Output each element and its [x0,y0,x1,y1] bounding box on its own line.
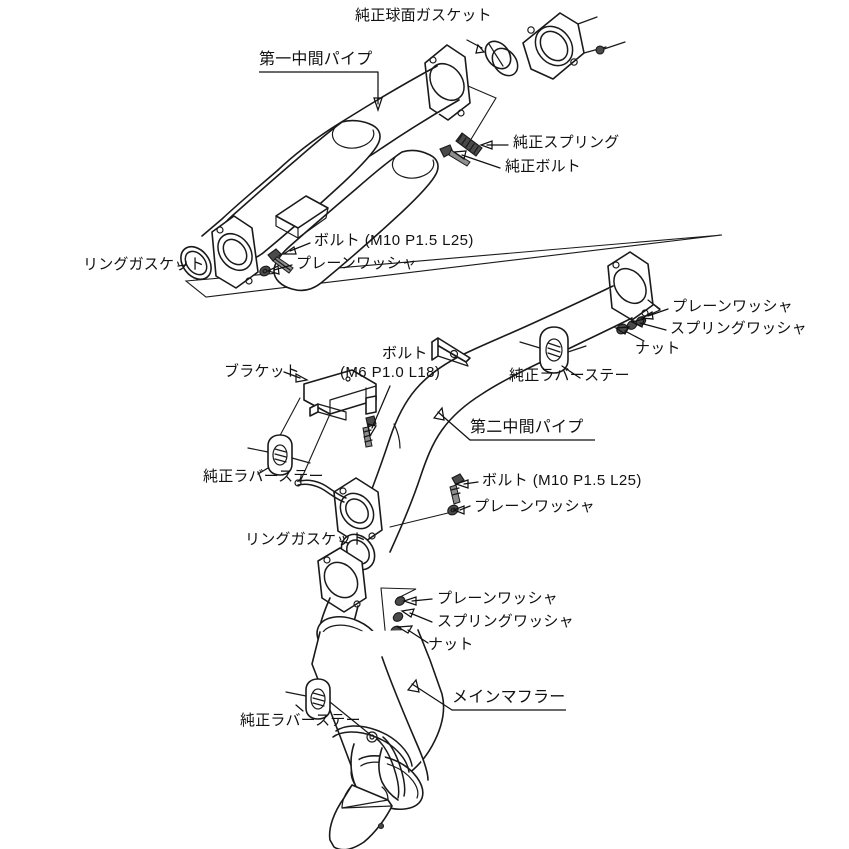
silencer-bridge [275,195,329,239]
assembly-guide-line [184,234,723,298]
stock-rubber-stay-upper-part [519,326,587,374]
label-ring-gasket-upper: リングガスケット [83,256,205,273]
second-center-pipe-assembly [247,251,662,641]
bracket-part [303,369,377,421]
label-stock-spherical-gasket: 純正球面ガスケット [355,7,492,24]
muffler-hanger-pin [366,731,406,799]
first-pipe-outlet-flange [211,215,259,289]
label-second-center-pipe: 第二中間パイプ [470,419,584,436]
second-pipe-top-flange [607,251,661,321]
label-stock-rubber-stay-upper: 純正ラバーステー [509,367,630,384]
plain-washer-upper-part [259,265,271,277]
label-bracket: ブラケット [224,363,301,380]
first-pipe-top-flange [424,44,471,121]
pipe-hanger-arm [294,479,347,503]
bolt-m10-upper-part [267,248,294,274]
stock-spring-part [455,132,483,157]
label-bolt-m6-line2: (M6 P1.0 L18) [340,364,441,381]
spring-to-flange-guide [467,85,497,142]
stock-rubber-stay-left-part [247,434,311,476]
label-stock-rubber-stay-left: 純正ラバーステー [203,468,324,485]
ring-gasket-upper-part [180,245,212,281]
muffler-tail-tip [328,784,393,849]
label-nut-muffler: ナット [428,636,474,653]
muffler-inlet-flange [317,547,367,613]
label-stock-rubber-stay-lower: 純正ラバーステー [240,712,361,729]
second-pipe-outlet-flange [333,477,383,546]
label-main-muffler: メインマフラー [452,689,566,706]
stud-upper-right [595,41,626,55]
label-spring-washer-right: スプリングワッシャ [670,320,807,337]
label-stock-bolt: 純正ボルト [505,158,582,175]
label-plain-washer-muffler: プレーンワッシャ [437,590,558,607]
label-plain-washer-right: プレーンワッシャ [672,298,793,315]
bolt-m10-mid-part [449,473,465,505]
main-muffler-assembly [285,547,445,849]
leader-lines [177,39,669,712]
label-plain-washer-mid: プレーンワッシャ [474,498,595,515]
stock-spherical-gasket-part [484,40,519,77]
muffler-strap [332,725,413,773]
washer-mid-guide [389,512,449,528]
stock-rubber-stay-lower-part [285,678,373,737]
bracket-guide-line-2 [299,413,331,483]
label-ring-gasket-lower: リングガスケット [245,531,367,548]
label-plain-washer-upper: プレーンワッシャ [296,255,417,272]
label-stock-spring: 純正スプリング [513,134,620,151]
hardware-stack-lower [380,587,417,641]
label-bolt-m10-upper: ボルト (M10 P1.5 L25) [314,232,474,249]
label-nut-right: ナット [635,340,681,357]
label-bolt-m10-mid: ボルト (M10 P1.5 L25) [482,472,642,489]
first-center-pipe-assembly [180,12,723,298]
label-bolt-m6-line1: ボルト [382,345,428,362]
pipe-bracket-tab [431,337,471,367]
label-spring-washer-muffler: スプリングワッシャ [437,613,574,630]
stock-flange-upper-right [522,12,607,80]
lower-silencer-body [273,149,439,292]
label-first-center-pipe: 第一中間パイプ [259,51,373,68]
